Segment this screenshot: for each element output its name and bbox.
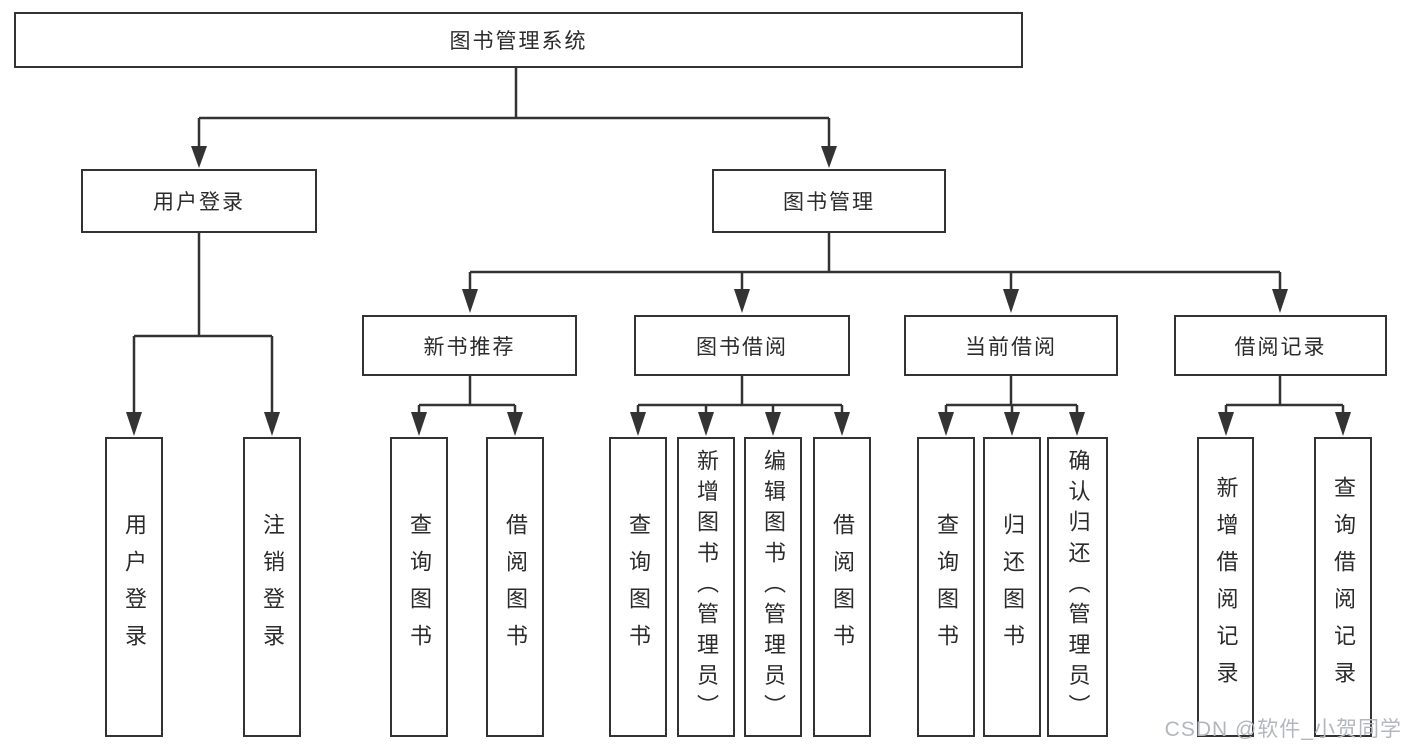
leaf-add-book-admin-label: 新增图书（管理员） <box>694 449 719 725</box>
leaf-user-login: 用户登录 <box>105 437 163 737</box>
leaf-borrow-books: 借阅图书 <box>813 437 871 737</box>
node-current-borrow-label: 当前借阅 <box>965 335 1057 359</box>
leaf-borrow-books-recommend-label: 借阅图书 <box>503 513 528 661</box>
node-root-system: 图书管理系统 <box>14 12 1023 68</box>
edge-borrow-records-to-leaves <box>1218 376 1351 436</box>
leaf-query-books-current: 查询图书 <box>917 437 975 737</box>
node-book-management: 图书管理 <box>712 169 946 233</box>
edge-current-borrow-to-leaves <box>938 376 1085 436</box>
leaf-borrow-books-recommend: 借阅图书 <box>486 437 544 737</box>
node-book-management-label: 图书管理 <box>783 191 875 214</box>
leaf-borrow-books-label: 借阅图书 <box>830 513 855 661</box>
node-current-borrow: 当前借阅 <box>904 315 1118 376</box>
leaf-add-book-admin: 新增图书（管理员） <box>677 437 735 737</box>
leaf-query-books-current-label: 查询图书 <box>934 513 959 661</box>
leaf-edit-book-admin: 编辑图书（管理员） <box>744 437 802 737</box>
node-borrow-records-label: 借阅记录 <box>1234 335 1327 359</box>
edge-user-login-to-leaves <box>126 233 280 436</box>
leaf-query-books-recommend-label: 查询图书 <box>407 513 432 661</box>
leaf-edit-book-admin-label: 编辑图书（管理员） <box>761 449 786 725</box>
leaf-query-books-recommend: 查询图书 <box>390 437 448 737</box>
leaf-logout-label: 注销登录 <box>260 513 285 661</box>
leaf-query-books-borrow-label: 查询图书 <box>626 513 651 661</box>
leaf-user-login-label: 用户登录 <box>122 513 147 661</box>
leaf-query-borrow-record-label: 查询借阅记录 <box>1331 476 1356 698</box>
leaf-logout: 注销登录 <box>243 437 301 737</box>
csdn-watermark: CSDN @软件_小贺同学 <box>1164 718 1402 741</box>
leaf-add-borrow-record: 新增借阅记录 <box>1197 437 1254 737</box>
node-user-login-label: 用户登录 <box>153 191 245 214</box>
node-user-login: 用户登录 <box>81 169 317 233</box>
leaf-return-book-label: 归还图书 <box>1000 513 1025 661</box>
node-new-book-recommend-label: 新书推荐 <box>423 335 516 359</box>
node-book-borrow-label: 图书借阅 <box>696 335 788 359</box>
leaf-return-book: 归还图书 <box>983 437 1041 737</box>
node-book-borrow: 图书借阅 <box>634 315 850 376</box>
edge-book-management-to-level3 <box>462 233 1288 313</box>
edge-new-book-recommend-to-leaves <box>411 376 523 436</box>
node-borrow-records: 借阅记录 <box>1174 315 1387 376</box>
leaf-query-borrow-record: 查询借阅记录 <box>1314 437 1372 737</box>
node-root-system-label: 图书管理系统 <box>449 30 588 53</box>
edge-book-borrow-to-leaves <box>630 376 850 436</box>
leaf-query-books-borrow: 查询图书 <box>609 437 667 737</box>
node-new-book-recommend: 新书推荐 <box>362 315 577 376</box>
leaf-confirm-return-admin-label: 确认归还（管理员） <box>1065 449 1091 725</box>
leaf-add-borrow-record-label: 新增借阅记录 <box>1213 476 1239 698</box>
edge-root-to-level2 <box>191 68 837 168</box>
leaf-confirm-return-admin: 确认归还（管理员） <box>1047 437 1108 737</box>
